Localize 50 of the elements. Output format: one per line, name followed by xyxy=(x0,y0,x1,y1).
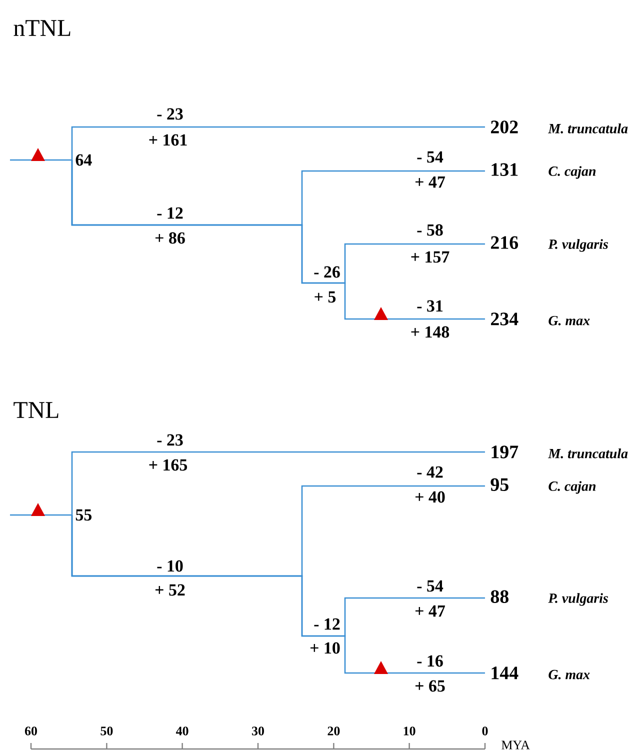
leaf-label: 88 P. vulgaris xyxy=(490,590,608,606)
tick-label: 30 xyxy=(252,726,264,736)
branch-count: - 16 xyxy=(417,655,443,667)
branch-count: - 12 xyxy=(314,618,340,630)
branch-count: + 40 xyxy=(415,491,445,503)
tree-heading: TNL xyxy=(14,402,58,418)
leaf-label: 131 C. cajan xyxy=(492,163,596,179)
tree-branch xyxy=(71,515,485,674)
leaf-label: 202 M. truncatula xyxy=(491,120,628,134)
leaf-label: 144 G. max xyxy=(492,666,590,680)
node-count: 64 xyxy=(76,154,92,166)
branch-count: - 31 xyxy=(417,300,443,312)
tree-branch xyxy=(71,451,485,515)
branch-count: + 148 xyxy=(411,326,450,338)
leaf-label: 197 M. truncatula xyxy=(492,446,628,458)
branch-count: + 157 xyxy=(411,251,450,263)
leaf-label: 95 C. cajan xyxy=(490,478,596,494)
tick-label: 10 xyxy=(404,726,416,736)
tree-branch xyxy=(10,159,72,161)
tick-label: 20 xyxy=(328,726,340,736)
branch-count: - 58 xyxy=(417,224,443,236)
branch-count: - 26 xyxy=(314,266,340,278)
branch-count: - 10 xyxy=(157,560,183,572)
tree-branch xyxy=(10,514,72,516)
branch-count: + 65 xyxy=(415,680,445,692)
tree-branch xyxy=(71,160,485,320)
branch-count: - 23 xyxy=(157,434,183,446)
node-count: 55 xyxy=(76,509,92,521)
leaf-label: 234 G. max xyxy=(491,312,590,326)
tick-label: 60 xyxy=(24,726,37,736)
axis-unit: MYA xyxy=(502,740,530,750)
branch-count: - 54 xyxy=(417,151,444,163)
tick-label: 40 xyxy=(176,726,188,736)
branch-count: - 54 xyxy=(417,580,444,592)
branch-count: + 52 xyxy=(155,584,185,596)
branch-count: + 10 xyxy=(310,642,340,654)
branch-count: + 5 xyxy=(314,291,336,303)
branch-count: + 47 xyxy=(415,176,445,188)
leaf-label: 216 P. vulgaris xyxy=(491,236,608,252)
branch-count: + 161 xyxy=(149,134,187,146)
tree-heading: nTNL xyxy=(14,20,70,36)
branch-count: + 86 xyxy=(155,232,185,244)
branch-count: - 23 xyxy=(157,108,183,120)
branch-count: + 47 xyxy=(415,605,445,617)
tree-branch xyxy=(71,126,485,160)
tick-label: 50 xyxy=(100,726,113,736)
branch-count: + 165 xyxy=(149,459,188,471)
branch-count: - 42 xyxy=(417,466,443,478)
tick-label: 0 xyxy=(482,726,488,736)
branch-count: - 12 xyxy=(157,207,183,219)
